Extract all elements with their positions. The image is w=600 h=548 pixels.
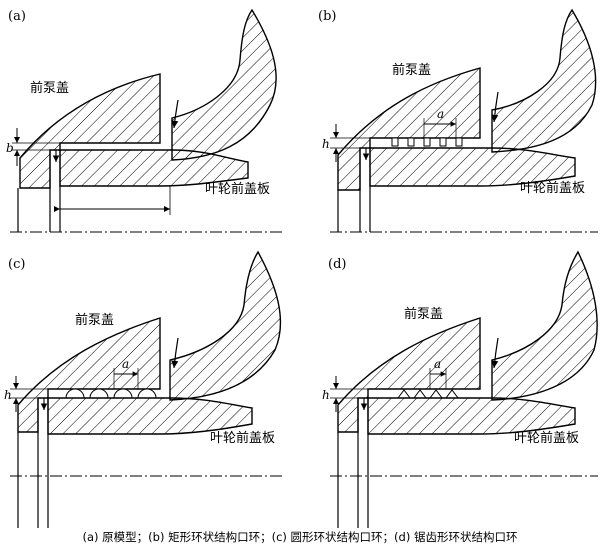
impeller-label-d: 叶轮前盖板	[514, 430, 579, 446]
pitch-label-b: a	[437, 107, 444, 121]
impeller-label-a: 叶轮前盖板	[205, 181, 270, 197]
impeller-shroud-d	[367, 397, 576, 435]
round-grooves-c	[65, 388, 157, 399]
dim-label-a: b	[6, 141, 14, 155]
impeller-label-c: 叶轮前盖板	[210, 430, 275, 446]
panel-label-c: (c)	[8, 257, 25, 272]
impeller-label-b: 叶轮前盖板	[520, 180, 585, 196]
panel-d: (d) a h 前泵盖 叶轮前盖板	[322, 250, 598, 528]
impeller-shroud-b	[369, 147, 576, 187]
impeller-shroud-c	[47, 397, 253, 435]
volute-wall-c	[169, 250, 282, 401]
panel-c: (c) a h 前泵盖 叶轮前盖板	[4, 250, 285, 528]
rect-grooves-b	[391, 137, 463, 147]
cover-label-a: 前泵盖	[30, 80, 69, 96]
panel-label-d: (d)	[328, 257, 346, 272]
panel-label-b: (b)	[318, 9, 336, 24]
panel-label-a: (a)	[8, 9, 26, 24]
pitch-label-d: a	[434, 357, 441, 371]
volute-wall-b	[491, 8, 597, 153]
volute-wall-a	[171, 8, 277, 161]
panel-a: (a) b 前泵盖 叶轮前盖板	[6, 8, 285, 233]
volute-wall-d	[491, 250, 598, 401]
panel-b: (b) a h 前泵盖 叶轮前盖板	[318, 8, 598, 233]
figure-caption: (a) 原模型；(b) 矩形环状结构口环；(c) 圆形环状结构口环；(d) 锯齿…	[83, 530, 518, 544]
dim-label-c: h	[4, 388, 12, 402]
pitch-label-c: a	[122, 357, 129, 371]
impeller-shroud-a	[59, 149, 249, 187]
cover-label-b: 前泵盖	[392, 62, 431, 78]
cover-label-c: 前泵盖	[75, 312, 114, 328]
cover-label-d: 前泵盖	[404, 306, 443, 322]
saw-grooves-d	[397, 389, 459, 399]
dim-label-d: h	[322, 388, 330, 402]
dim-label-b: h	[322, 137, 330, 151]
